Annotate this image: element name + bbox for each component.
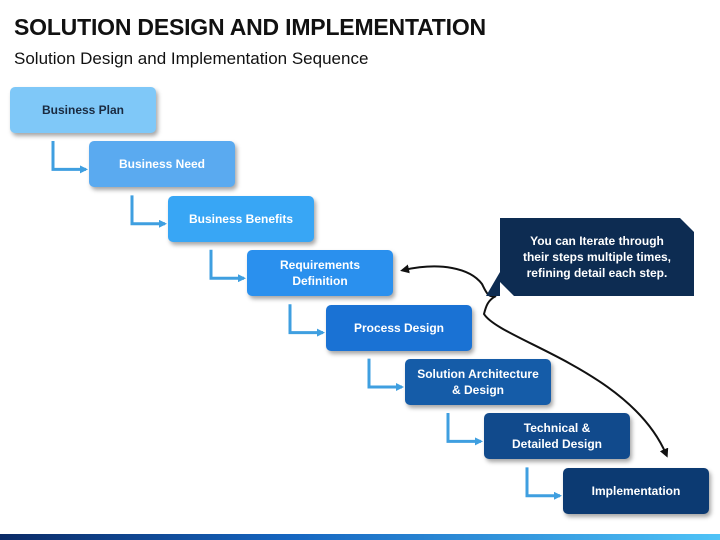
step-label: Technical & Detailed Design: [511, 421, 603, 452]
step-label: Solution Architecture & Design: [417, 367, 539, 397]
step-connector-arrow: [367, 358, 404, 391]
step-label: Implementation: [591, 483, 681, 498]
step-connector-arrow: [209, 249, 246, 283]
step-box: Implementation: [563, 467, 709, 514]
step-box: Requirements Definition: [247, 250, 393, 297]
bottom-accent-bar: [0, 534, 720, 540]
step-box: Technical & Detailed Design: [484, 413, 630, 460]
loop-arrow-to-requirements: [400, 264, 497, 298]
step-connector-arrow: [446, 413, 483, 446]
step-label: Business Need: [118, 157, 206, 172]
step-box: Business Plan: [10, 87, 156, 133]
step-box: Business Need: [89, 141, 235, 188]
step-connector-arrow: [525, 467, 562, 500]
step-connector-arrow: [51, 141, 88, 174]
iteration-callout-text: You can Iterate through their steps mult…: [522, 234, 672, 280]
loop-arrow-to-implementation: [482, 295, 669, 458]
step-connectors: [51, 141, 562, 500]
step-box: Business Benefits: [168, 195, 314, 242]
step-connector-arrow: [288, 304, 325, 337]
step-label: Business Plan: [41, 103, 125, 117]
step-label: Business Benefits: [188, 211, 294, 226]
page-title: SOLUTION DESIGN AND IMPLEMENTATION: [14, 14, 486, 40]
callout-box: [500, 218, 694, 296]
step-box: Solution Architecture & Design: [405, 359, 551, 405]
step-connector-arrow: [130, 195, 167, 228]
step-box: Process Design: [326, 304, 472, 351]
step-label: Requirements Definition: [279, 258, 361, 289]
step-label: Process Design: [353, 320, 445, 335]
page-subtitle: Solution Design and Implementation Seque…: [14, 49, 369, 68]
callout-pointer: [486, 272, 500, 296]
